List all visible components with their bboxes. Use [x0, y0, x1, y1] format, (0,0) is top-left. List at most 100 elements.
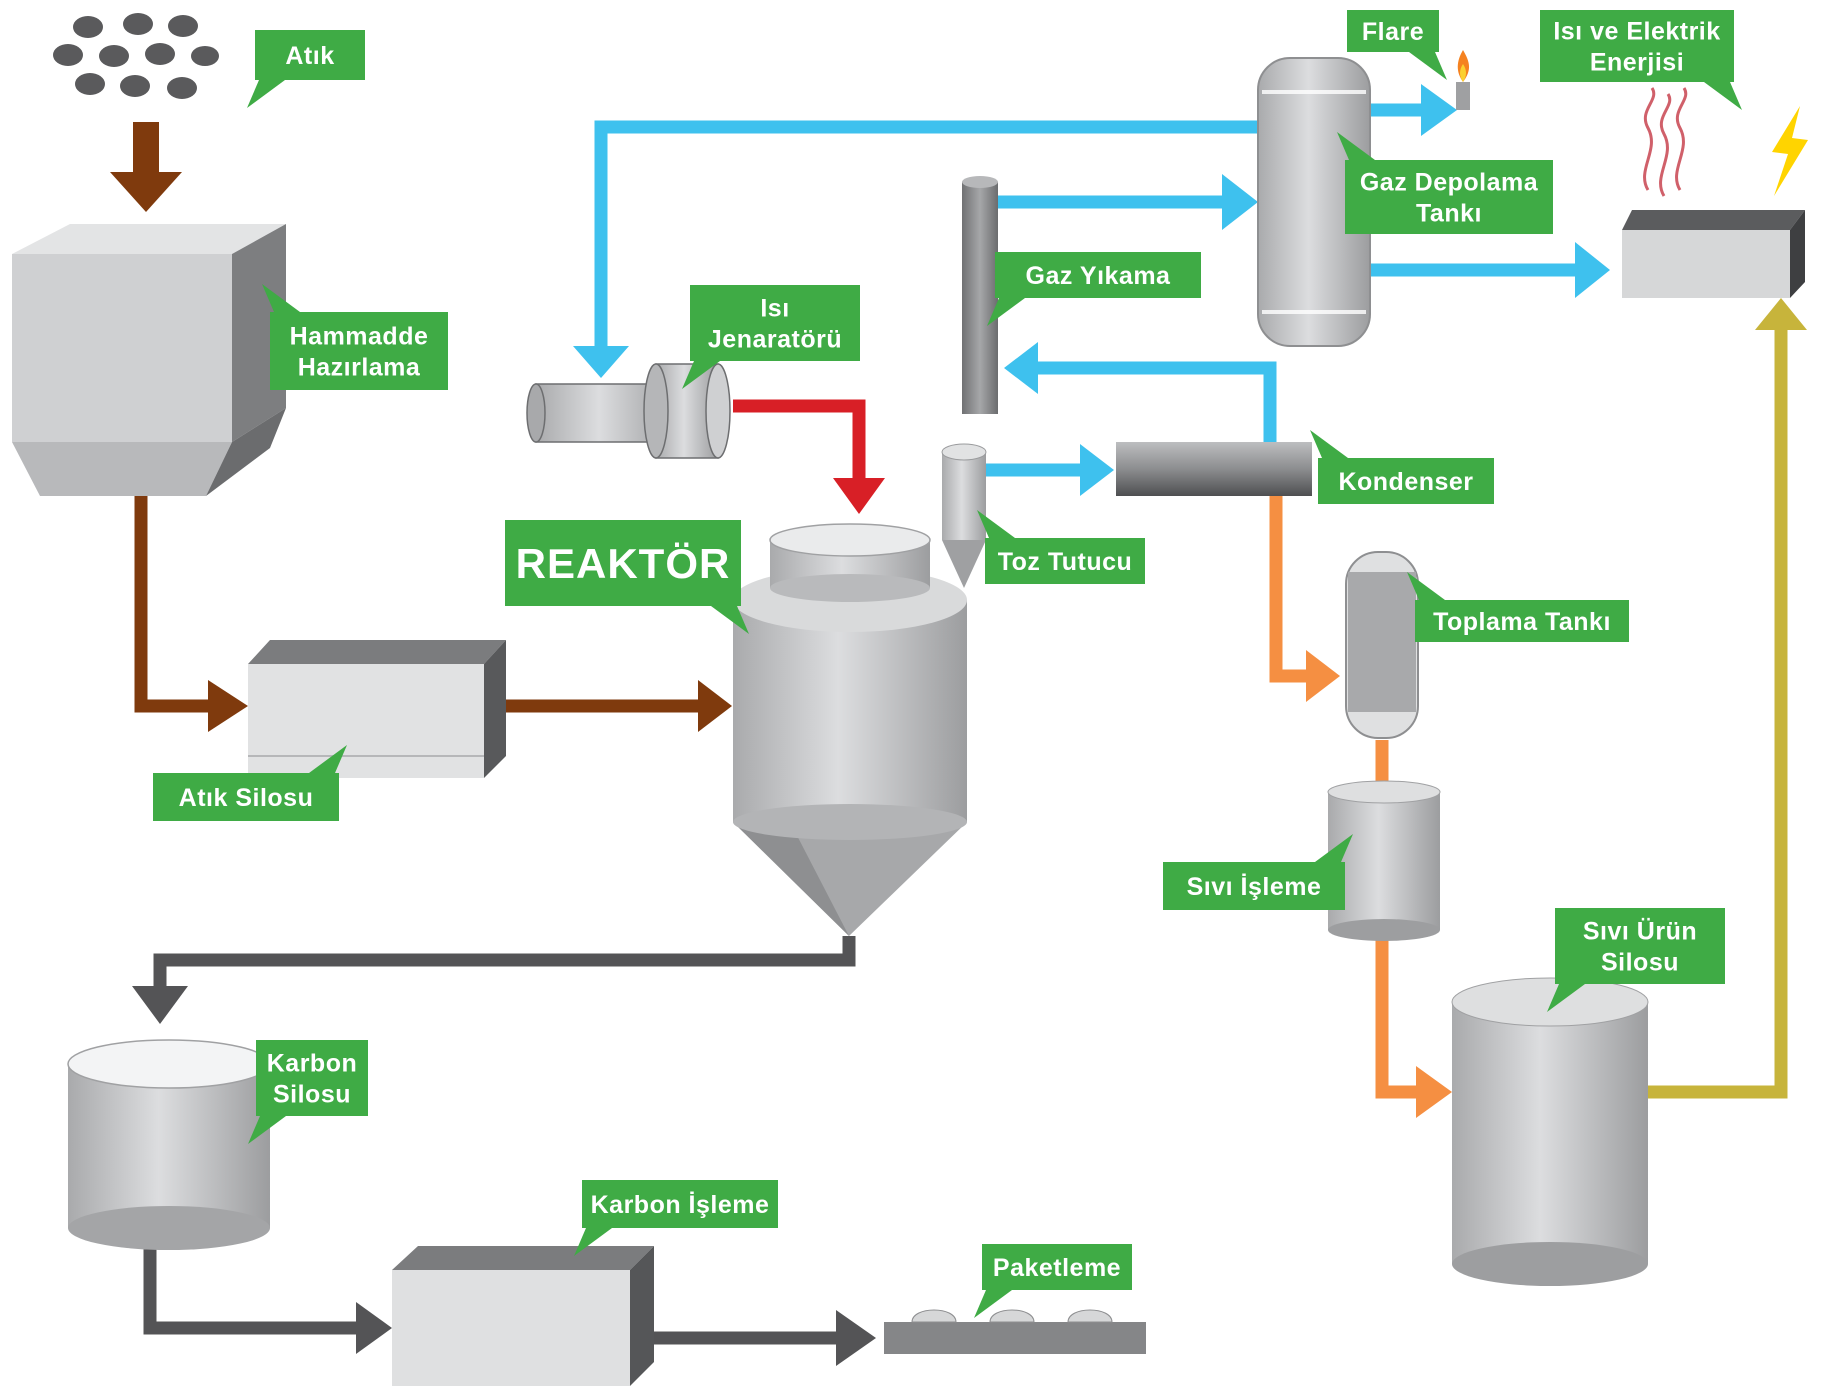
label-tail: [974, 1290, 1012, 1318]
solid-flow: [110, 122, 732, 732]
label-text: Atık: [285, 42, 334, 70]
label-text: Enerjisi: [1590, 49, 1684, 77]
label-box: [505, 520, 741, 606]
label-toplama-tanki: Toplama Tankı: [1407, 572, 1629, 642]
label-text: Hammadde: [290, 323, 429, 351]
label-tail: [262, 284, 300, 312]
label-tail: [1704, 82, 1742, 110]
label-box: [1345, 160, 1553, 234]
label-tail: [977, 510, 1015, 538]
label-atik-silosu: Atık Silosu: [153, 745, 347, 821]
raw-material-hopper: [12, 224, 286, 496]
liquid-processing-tank: [1327, 780, 1441, 941]
gas-scrubber: [962, 176, 998, 414]
label-tail: [1337, 132, 1375, 160]
label-box: [995, 252, 1201, 298]
gas-flow: [573, 84, 1610, 496]
label-tail: [309, 745, 347, 773]
label-paketleme: Paketleme: [974, 1244, 1132, 1318]
label-box: [1347, 10, 1439, 52]
label-text: Karbon: [267, 1050, 358, 1078]
label-text: Tankı: [1416, 200, 1482, 228]
label-atik: Atık: [247, 30, 365, 108]
label-tail: [1310, 430, 1348, 458]
label-tail: [682, 361, 720, 389]
heat-waves-icon: [1643, 87, 1688, 197]
collection-tank: [1345, 551, 1419, 739]
label-kondenser: Kondenser: [1310, 430, 1494, 504]
label-reaktor: REAKTÖR: [505, 520, 749, 634]
label-text: Paketleme: [993, 1254, 1121, 1282]
heat-generator: [526, 363, 731, 459]
label-tail: [1315, 834, 1353, 862]
label-box: [985, 538, 1145, 584]
label-box: [256, 1040, 368, 1116]
flare-stack: [1456, 50, 1470, 110]
label-box: [982, 1244, 1132, 1290]
energy-flow: [1648, 298, 1807, 1099]
label-karbon-isleme: Karbon İşleme: [574, 1180, 778, 1256]
label-tail: [987, 298, 1025, 326]
waste-silo-box: [248, 640, 506, 778]
energy-unit: [1622, 87, 1808, 298]
label-text: Hazırlama: [298, 354, 421, 382]
label-box: [255, 30, 365, 80]
label-text: Toz Tutucu: [998, 548, 1133, 576]
label-tail: [1407, 572, 1445, 600]
carbon-flow: [132, 936, 876, 1366]
packaging-conveyor: [884, 1309, 1146, 1354]
label-text: Jenaratörü: [708, 326, 842, 354]
label-text: Atık Silosu: [179, 784, 314, 812]
label-text: Sıvı Ürün: [1583, 917, 1697, 946]
label-box: [1415, 600, 1629, 642]
label-text: Isı: [760, 295, 789, 323]
label-text: Silosu: [1601, 949, 1679, 977]
label-box: [1540, 10, 1734, 82]
label-text: Karbon İşleme: [591, 1191, 770, 1219]
label-text: Toplama Tankı: [1433, 608, 1611, 636]
label-tail: [574, 1228, 612, 1256]
lightning-icon: [1772, 106, 1808, 196]
label-text: Flare: [1362, 18, 1424, 46]
gas-storage-tank: [1257, 57, 1371, 347]
label-text: Sıvı İşleme: [1187, 873, 1322, 901]
carbon-processing-box: [392, 1246, 654, 1386]
label-text: Kondenser: [1338, 468, 1473, 496]
label-flare: Flare: [1347, 10, 1447, 80]
label-tail: [711, 606, 749, 634]
label-box: [270, 312, 448, 390]
label-text: Isı ve Elektrik: [1553, 18, 1720, 46]
liquid-product-silo: [1451, 977, 1649, 1286]
label-box: [153, 773, 339, 821]
label-text: Gaz Yıkama: [1026, 262, 1172, 290]
label-tail: [247, 80, 285, 108]
flow-lines: [110, 84, 1807, 1366]
label-toz-tutucu: Toz Tutucu: [977, 510, 1145, 584]
label-gaz-yikama: Gaz Yıkama: [987, 252, 1201, 326]
waste-pellets: [53, 13, 219, 99]
label-sivi-isleme: Sıvı İşleme: [1163, 834, 1353, 910]
label-box: [690, 285, 860, 361]
label-box: [1318, 458, 1494, 504]
reactor: [733, 523, 967, 936]
heat-flow: [733, 399, 885, 514]
label-text: Silosu: [273, 1081, 351, 1109]
carbon-silo: [67, 1039, 271, 1250]
label-text: REAKTÖR: [516, 540, 731, 587]
condenser: [1116, 442, 1312, 496]
label-box: [1555, 908, 1725, 984]
label-tail: [1409, 52, 1447, 80]
label-text: Gaz Depolama: [1360, 169, 1539, 197]
label-tail: [248, 1116, 286, 1144]
label-box: [582, 1180, 778, 1228]
dust-collector: [941, 443, 987, 588]
label-tail: [1547, 984, 1585, 1012]
liquid-flow: [1269, 496, 1452, 1118]
